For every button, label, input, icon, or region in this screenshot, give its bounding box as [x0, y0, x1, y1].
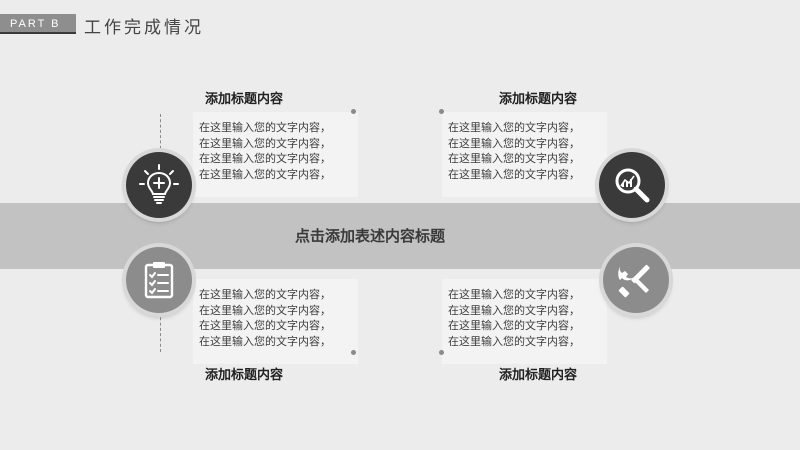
section-heading-top-left: 添加标题内容: [205, 92, 284, 107]
text-block-top-left: 在这里输入您的文字内容， 在这里输入您的文字内容， 在这里输入您的文字内容， 在…: [193, 112, 358, 197]
connector-dot: [351, 350, 356, 355]
text-line: 在这里输入您的文字内容，: [448, 167, 580, 181]
text-line: 在这里输入您的文字内容，: [199, 319, 331, 332]
magnifier-chart-icon: [615, 168, 650, 203]
clipboard-checklist-icon: [144, 262, 174, 299]
text-line: 在这里输入您的文字内容，: [199, 334, 331, 348]
connector-dot: [439, 350, 444, 355]
text-block-bottom-left: 在这里输入您的文字内容， 在这里输入您的文字内容， 在这里输入您的文字内容， 在…: [193, 279, 358, 364]
text-line: 在这里输入您的文字内容，: [199, 303, 331, 317]
text-line: 在这里输入您的文字内容，: [199, 167, 331, 181]
text-block-top-right: 在这里输入您的文字内容， 在这里输入您的文字内容， 在这里输入您的文字内容， 在…: [442, 112, 607, 197]
connector-dot: [351, 109, 356, 114]
part-label: PART B: [0, 14, 76, 34]
text-line: 在这里输入您的文字内容，: [448, 136, 580, 150]
icon-circle-bottom-left: [126, 247, 192, 313]
section-heading-bottom-left: 添加标题内容: [205, 368, 284, 383]
text-line: 在这里输入您的文字内容，: [448, 152, 580, 165]
dashed-connector: [160, 312, 161, 352]
text-line: 在这里输入您的文字内容，: [448, 319, 580, 332]
center-band-title: 点击添加表述内容标题: [294, 227, 445, 245]
text-line: 在这里输入您的文字内容，: [199, 288, 331, 301]
text-line: 在这里输入您的文字内容，: [448, 121, 580, 134]
page-title: 工作完成情况: [84, 18, 204, 38]
text-line: 在这里输入您的文字内容，: [448, 288, 580, 301]
text-line: 在这里输入您的文字内容，: [199, 121, 331, 134]
dashed-connector: [160, 114, 161, 154]
lightbulb-plus-icon: [139, 164, 179, 204]
icon-circle-bottom-right: [603, 247, 669, 313]
text-line: 在这里输入您的文字内容，: [448, 303, 580, 317]
text-line: 在这里输入您的文字内容，: [199, 152, 331, 165]
connector-dot: [439, 109, 444, 114]
section-heading-bottom-right: 添加标题内容: [499, 368, 578, 383]
wrench-screwdriver-icon: [618, 264, 650, 298]
icon-circle-top-right: [599, 152, 665, 218]
text-block-bottom-right: 在这里输入您的文字内容， 在这里输入您的文字内容， 在这里输入您的文字内容， 在…: [442, 279, 607, 364]
text-line: 在这里输入您的文字内容，: [448, 334, 580, 348]
icon-circle-top-left: [126, 152, 192, 218]
section-heading-top-right: 添加标题内容: [499, 92, 578, 107]
text-line: 在这里输入您的文字内容，: [199, 136, 331, 150]
